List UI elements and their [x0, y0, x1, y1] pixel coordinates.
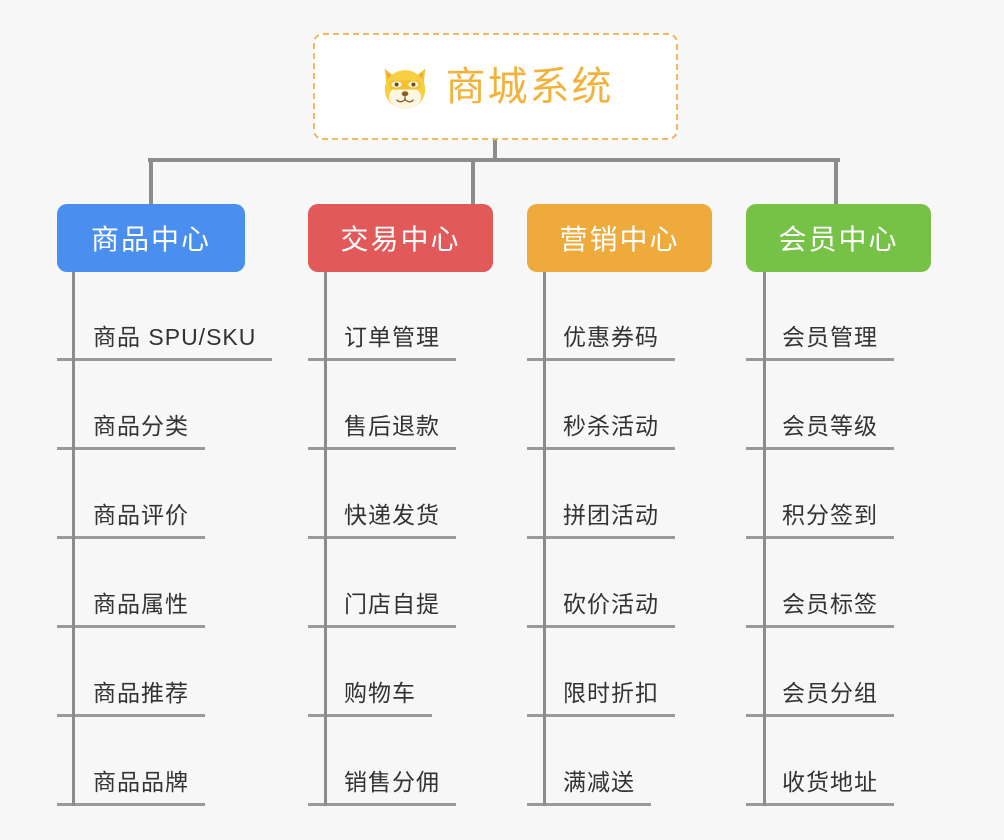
branch-spine-line	[763, 272, 766, 806]
branch-connector-stem	[471, 158, 475, 206]
branch-header-label: 会员中心	[778, 224, 899, 255]
list-item[interactable]: 商品属性	[57, 539, 272, 628]
list-item-label: 商品 SPU/SKU	[93, 323, 257, 350]
branch-spine-line	[543, 272, 546, 806]
list-item-underline: 购物车	[308, 679, 432, 717]
list-item-underline: 门店自提	[308, 590, 456, 628]
list-item-label: 商品品牌	[93, 768, 189, 795]
list-item-label: 商品属性	[93, 590, 189, 617]
list-item[interactable]: 砍价活动	[527, 539, 675, 628]
list-item-label: 商品推荐	[93, 679, 189, 706]
list-item-label: 销售分佣	[344, 768, 440, 795]
branch-item-list: 订单管理售后退款快递发货门店自提购物车销售分佣	[308, 272, 456, 806]
list-item-underline: 会员分组	[746, 679, 894, 717]
list-item[interactable]: 商品评价	[57, 450, 272, 539]
list-item[interactable]: 优惠券码	[527, 272, 675, 361]
list-item[interactable]: 会员等级	[746, 361, 894, 450]
list-item-underline: 会员等级	[746, 412, 894, 450]
list-item-underline: 商品分类	[57, 412, 205, 450]
list-item[interactable]: 商品分类	[57, 361, 272, 450]
list-item-underline: 拼团活动	[527, 501, 675, 539]
list-item-underline: 优惠券码	[527, 323, 675, 361]
list-item-underline: 秒杀活动	[527, 412, 675, 450]
list-item[interactable]: 会员标签	[746, 539, 894, 628]
list-item-underline: 售后退款	[308, 412, 456, 450]
list-item-label: 秒杀活动	[563, 412, 659, 439]
list-item[interactable]: 积分签到	[746, 450, 894, 539]
list-item-label: 会员等级	[782, 412, 878, 439]
list-item-label: 会员分组	[782, 679, 878, 706]
list-item-underline: 会员管理	[746, 323, 894, 361]
list-item-label: 商品评价	[93, 501, 189, 528]
list-item[interactable]: 门店自提	[308, 539, 456, 628]
list-item[interactable]: 订单管理	[308, 272, 456, 361]
list-item[interactable]: 快递发货	[308, 450, 456, 539]
list-item[interactable]: 售后退款	[308, 361, 456, 450]
list-item-underline: 订单管理	[308, 323, 456, 361]
list-item[interactable]: 秒杀活动	[527, 361, 675, 450]
list-item-label: 购物车	[344, 679, 416, 706]
branch-spine-line	[324, 272, 327, 806]
root-node-shop-system[interactable]: 商城系统	[313, 33, 678, 140]
list-item-label: 会员标签	[782, 590, 878, 617]
branch-item-list: 优惠券码秒杀活动拼团活动砍价活动限时折扣满减送	[527, 272, 675, 806]
root-connector-stem	[493, 140, 497, 162]
list-item-underline: 快递发货	[308, 501, 456, 539]
list-item-underline: 商品属性	[57, 590, 205, 628]
list-item-underline: 满减送	[527, 768, 651, 806]
list-item-label: 限时折扣	[563, 679, 659, 706]
list-item[interactable]: 商品 SPU/SKU	[57, 272, 273, 361]
branch-header-2[interactable]: 营销中心	[527, 204, 712, 272]
list-item-label: 满减送	[563, 768, 635, 795]
list-item-label: 门店自提	[344, 590, 440, 617]
branch-header-label: 商品中心	[90, 224, 211, 255]
list-item-underline: 商品品牌	[57, 768, 205, 806]
branch-header-1[interactable]: 交易中心	[308, 204, 493, 272]
branch-header-label: 交易中心	[340, 224, 461, 255]
list-item-underline: 商品评价	[57, 501, 205, 539]
branch-header-label: 营销中心	[559, 224, 680, 255]
branch-connector-stem	[834, 158, 838, 206]
list-item[interactable]: 商品品牌	[57, 717, 272, 806]
branch-bus-line	[148, 158, 840, 162]
list-item[interactable]: 满减送	[527, 717, 675, 806]
list-item-underline: 积分签到	[746, 501, 894, 539]
list-item-label: 商品分类	[93, 412, 189, 439]
list-item-underline: 商品 SPU/SKU	[57, 323, 273, 361]
list-item-underline: 限时折扣	[527, 679, 675, 717]
branch-header-3[interactable]: 会员中心	[746, 204, 931, 272]
list-item[interactable]: 购物车	[308, 628, 456, 717]
root-node-title: 商城系统	[445, 64, 614, 109]
branch-spine-line	[72, 272, 75, 806]
branch-item-list: 会员管理会员等级积分签到会员标签会员分组收货地址	[746, 272, 894, 806]
list-item[interactable]: 会员分组	[746, 628, 894, 717]
list-item-label: 拼团活动	[563, 501, 659, 528]
list-item-underline: 商品推荐	[57, 679, 205, 717]
list-item-label: 订单管理	[344, 323, 440, 350]
list-item[interactable]: 拼团活动	[527, 450, 675, 539]
list-item-underline: 销售分佣	[308, 768, 456, 806]
list-item-label: 快递发货	[344, 501, 440, 528]
list-item[interactable]: 限时折扣	[527, 628, 675, 717]
list-item-label: 会员管理	[782, 323, 878, 350]
list-item[interactable]: 收货地址	[746, 717, 894, 806]
list-item-label: 售后退款	[344, 412, 440, 439]
list-item-label: 收货地址	[782, 768, 878, 795]
list-item-label: 积分签到	[782, 501, 878, 528]
list-item[interactable]: 销售分佣	[308, 717, 456, 806]
list-item-label: 砍价活动	[563, 590, 659, 617]
shiba-dog-face-icon	[384, 67, 425, 111]
list-item[interactable]: 商品推荐	[57, 628, 272, 717]
list-item-underline: 砍价活动	[527, 590, 675, 628]
list-item-underline: 收货地址	[746, 768, 894, 806]
list-item[interactable]: 会员管理	[746, 272, 894, 361]
list-item-underline: 会员标签	[746, 590, 894, 628]
branch-item-list: 商品 SPU/SKU 商品分类商品评价商品属性商品推荐商品品牌	[57, 272, 273, 806]
list-item-label: 优惠券码	[563, 323, 659, 350]
branch-connector-stem	[149, 158, 153, 206]
branch-header-0[interactable]: 商品中心	[57, 204, 245, 272]
